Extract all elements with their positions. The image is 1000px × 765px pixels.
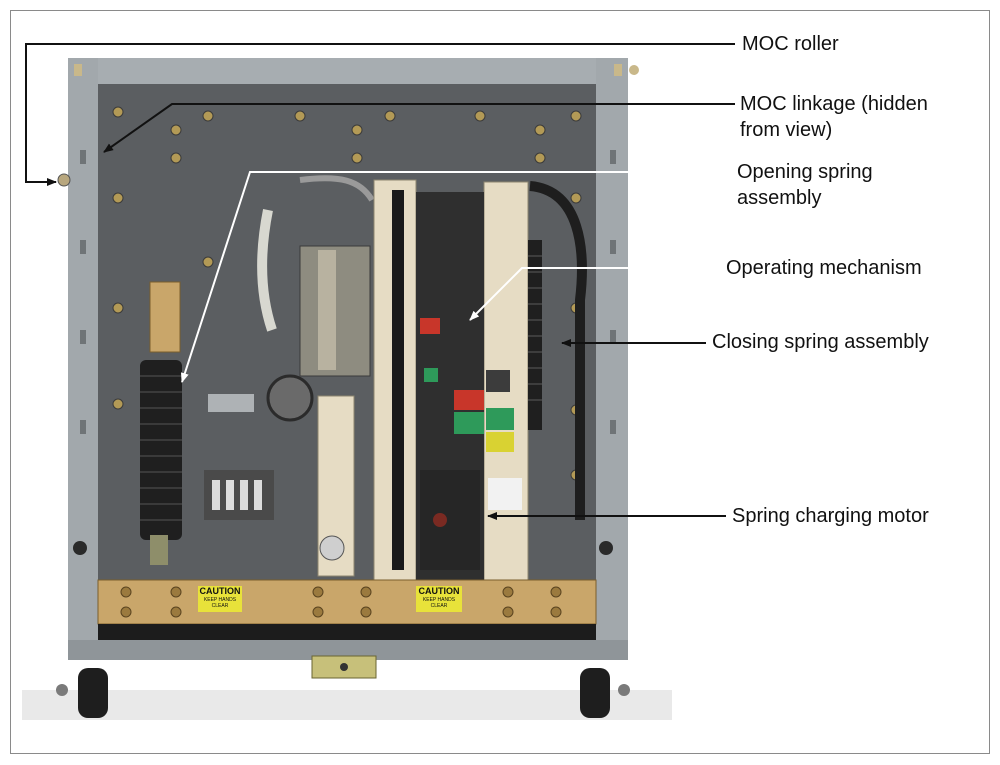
caution-label-right: CAUTION KEEP HANDS CLEAR <box>416 586 462 612</box>
callout-moc-linkage-line1: MOC linkage (hidden <box>740 93 928 115</box>
wheel-right <box>580 668 610 718</box>
base-frame <box>68 640 628 660</box>
callout-closing-spring-text: Closing spring assembly <box>712 331 929 353</box>
opening-spring-coils <box>140 375 182 521</box>
callout-operating-mechanism-text: Operating mechanism <box>726 257 922 279</box>
callout-closing-spring: Closing spring assembly <box>712 329 929 355</box>
rail-slots <box>80 150 616 434</box>
shaft-coupling <box>208 394 254 412</box>
caution-left-text: CAUTION <box>199 586 241 596</box>
lower-bracket-terminals <box>212 480 262 510</box>
closing-spring-coils <box>528 255 542 401</box>
open-button <box>454 412 484 434</box>
callout-opening-spring-line1: Opening spring <box>737 161 873 183</box>
callout-operating-mechanism: Operating mechanism <box>726 255 922 281</box>
opening-spring-base <box>150 535 168 565</box>
right-side-rail <box>596 58 628 658</box>
wheel-right-hub <box>618 684 630 696</box>
arm-pivot <box>319 535 345 561</box>
caution-label-left: CAUTION KEEP HANDS CLEAR <box>198 586 242 612</box>
green-indicator <box>424 368 438 382</box>
callout-spring-charging-motor: Spring charging motor <box>732 503 929 529</box>
panel-bolts <box>112 106 582 481</box>
wiring-harness <box>257 209 277 332</box>
floor-shadow <box>22 690 672 720</box>
right-cable <box>529 181 587 520</box>
opening-spring-bracket <box>149 281 181 353</box>
wiring-loop <box>299 175 375 202</box>
leader-operating-mechanism <box>469 267 718 321</box>
status-flag-yellow <box>486 432 514 452</box>
callout-moc-roller: MOC roller <box>742 31 839 57</box>
leader-moc-roller <box>25 43 735 186</box>
caution-right-subtext: KEEP HANDS CLEAR <box>422 597 456 609</box>
callout-opening-spring: Opening spring assembly <box>737 159 873 211</box>
callout-moc-roller-text: MOC roller <box>742 33 839 55</box>
callout-moc-linkage-line2: from view) <box>740 119 833 141</box>
right-rail-hole <box>599 541 613 555</box>
close-button <box>454 390 484 410</box>
top-right-pin <box>614 64 622 76</box>
leader-moc-linkage <box>103 103 735 153</box>
linkage-rod <box>318 250 336 370</box>
left-rail-hole <box>73 541 87 555</box>
spring-charging-motor <box>420 470 480 570</box>
leader-opening-spring <box>180 171 730 383</box>
red-indicator <box>420 318 440 334</box>
status-flag-green <box>486 408 514 430</box>
bottom-cross-member <box>97 579 597 625</box>
caution-right-text: CAUTION <box>418 586 460 596</box>
cam-shaft <box>266 374 314 422</box>
top-right-knob <box>629 65 639 75</box>
counter <box>486 370 510 392</box>
left-side-rail <box>68 58 98 658</box>
moc-roller <box>57 173 71 187</box>
callout-moc-linkage: MOC linkage (hidden from view) <box>740 91 928 143</box>
top-left-pin <box>74 64 82 76</box>
bottom-channel <box>98 624 596 640</box>
callout-spring-charging-motor-text: Spring charging motor <box>732 505 929 527</box>
cross-member-bolts <box>120 586 562 618</box>
wheel-left-hub <box>56 684 68 696</box>
caution-left-subtext: KEEP HANDS CLEAR <box>203 597 237 609</box>
motor-cap <box>433 513 447 527</box>
top-rail <box>98 58 596 84</box>
wheel-left <box>78 668 108 718</box>
motor-label <box>488 478 522 510</box>
opening-spring <box>140 360 182 540</box>
racking-hole <box>340 663 348 671</box>
mechanism-slot <box>392 190 404 570</box>
callout-opening-spring-line2: assembly <box>737 187 822 209</box>
